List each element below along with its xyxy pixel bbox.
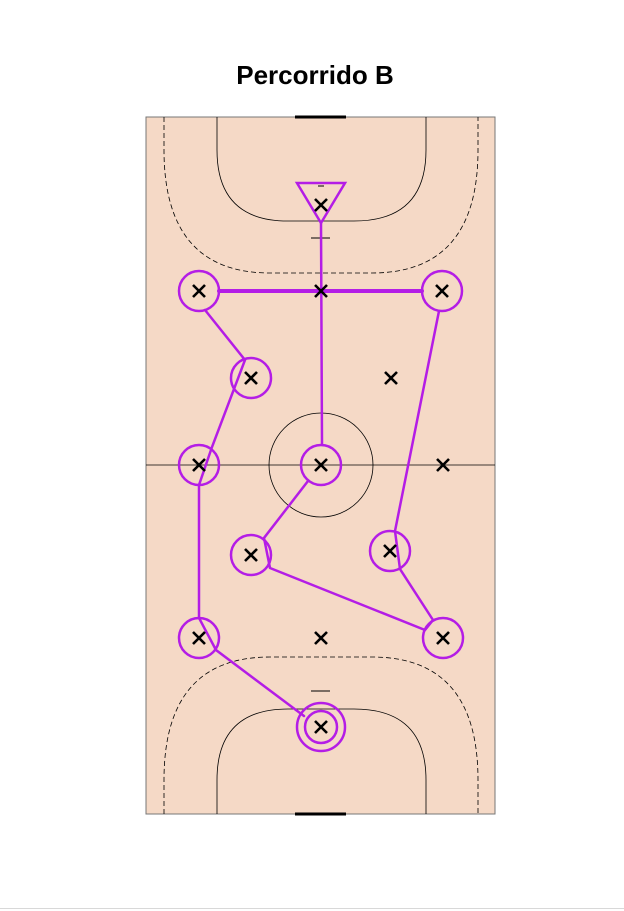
player-marker-left-mid-lower <box>229 533 273 577</box>
marker-circle <box>420 269 464 313</box>
marker-circle <box>299 443 343 487</box>
player-marker-right-mid-upper <box>384 371 398 385</box>
x-icon <box>244 548 258 562</box>
x-icon <box>384 371 398 385</box>
marker-circle <box>177 616 221 660</box>
x-icon <box>314 458 328 472</box>
x-icon <box>244 371 258 385</box>
x-icon <box>314 198 328 212</box>
top-free-throw-line <box>163 117 479 274</box>
player-marker-left-wing-top <box>177 269 221 313</box>
marker-circle <box>177 443 221 487</box>
x-icon <box>435 284 449 298</box>
x-icon <box>192 631 206 645</box>
x-icon <box>383 544 397 558</box>
player-marker-bottom-goal <box>295 701 347 753</box>
x-icon <box>314 631 328 645</box>
marker-circle <box>421 616 465 660</box>
diagram-title: Percorrido B <box>236 60 394 90</box>
marker-circle <box>229 356 273 400</box>
player-marker-top-center <box>314 284 328 298</box>
player-marker-left-center-line <box>177 443 221 487</box>
x-icon <box>436 458 450 472</box>
player-marker-bottom-center <box>314 631 328 645</box>
divider <box>0 908 624 909</box>
player-marker-left-wing-bottom <box>177 616 221 660</box>
player-marker-right-wing-bottom <box>421 616 465 660</box>
x-icon <box>436 631 450 645</box>
marker-circle <box>229 533 273 577</box>
player-marker-right-wing-top <box>420 269 464 313</box>
player-marker-center <box>299 443 343 487</box>
path-segment <box>319 221 324 447</box>
bottom-goal-area <box>216 708 427 814</box>
player-marker-top-goal <box>294 181 348 226</box>
x-icon <box>192 284 206 298</box>
x-icon <box>192 458 206 472</box>
marker-circle <box>303 709 339 745</box>
player-marker-right-mid-lower <box>368 529 412 573</box>
player-marker-right-center-line <box>436 458 450 472</box>
marker-circle <box>368 529 412 573</box>
x-icon <box>314 720 328 734</box>
marker-circle <box>295 701 347 753</box>
x-icon <box>314 284 328 298</box>
bottom-free-throw-line <box>163 656 479 814</box>
player-marker-left-mid-upper <box>229 356 273 400</box>
marker-circle <box>177 269 221 313</box>
marker-triangle <box>294 181 348 226</box>
